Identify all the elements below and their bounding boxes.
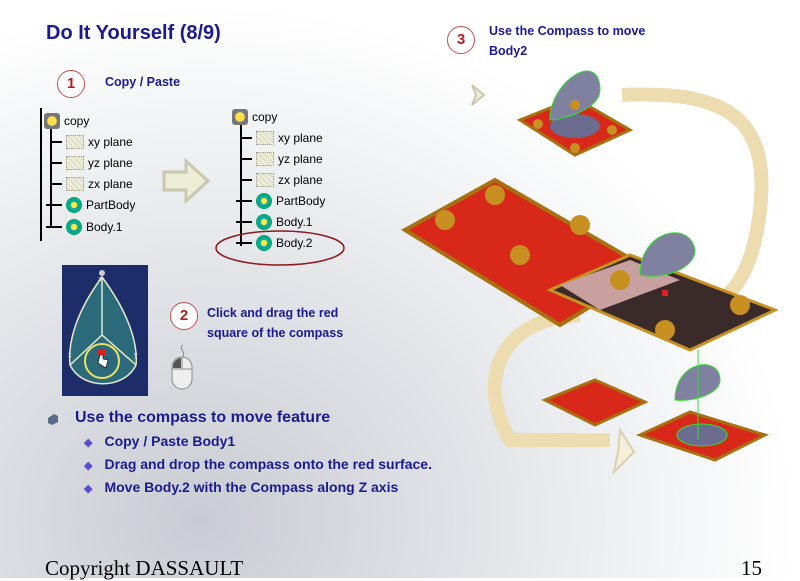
tree-item[interactable]: zx plane (242, 171, 323, 189)
slide-title: Do It Yourself (8/9) (46, 22, 221, 44)
tree-after: copy xy plane yz plane zx plane PartBody… (230, 106, 360, 256)
sub-bullet-text: Drag and drop the compass onto the red s… (104, 456, 432, 472)
part-icon (44, 113, 60, 129)
hand-cursor-icon (97, 354, 109, 369)
plane-icon (256, 152, 274, 166)
compass-image: z x y (62, 265, 148, 396)
tree-item[interactable]: Body.1 (46, 218, 122, 236)
plane-icon (66, 177, 84, 191)
tree-root[interactable]: copy (44, 112, 89, 130)
body-icon (256, 235, 272, 251)
tree-item-body2[interactable]: Body.2 (236, 234, 312, 252)
sub-bullet-text: Move Body.2 with the Compass along Z axi… (104, 479, 399, 495)
axis-z-label: z (98, 276, 102, 283)
tree-item[interactable]: PartBody (46, 196, 135, 214)
arrow-right-icon (162, 158, 211, 204)
plane-icon (66, 156, 84, 170)
axis-x-label: x (68, 352, 72, 359)
diamond-bullet-icon: ◆ (84, 460, 93, 472)
bullet-icon (48, 414, 58, 425)
tree-label: zx plane (88, 177, 133, 191)
sub-bullet: ◆ Copy / Paste Body1 (84, 433, 235, 449)
step-2-label-line2: square of the compass (207, 326, 344, 340)
body-icon (66, 197, 82, 213)
tree-label: zx plane (278, 173, 323, 187)
tree-item[interactable]: yz plane (52, 154, 133, 172)
axis-y-label: y (134, 352, 138, 359)
step-1-label: Copy / Paste (105, 75, 181, 89)
step-3-label-line2: Body2 (489, 44, 528, 58)
plane-icon (66, 135, 84, 149)
diamond-bullet-icon: ◆ (84, 437, 93, 449)
tree-root[interactable]: copy (232, 108, 277, 126)
plane-icon (256, 131, 274, 145)
tree-item[interactable]: xy plane (242, 129, 323, 147)
highlight-ellipse (215, 230, 345, 266)
diamond-bullet-icon: ◆ (84, 483, 93, 495)
step-3-badge: 3 (447, 26, 475, 54)
body-icon (66, 219, 82, 235)
tree-label: copy (252, 110, 278, 124)
tree-item[interactable]: yz plane (242, 150, 323, 168)
step-1-badge: 1 (57, 70, 85, 98)
plane-icon (256, 173, 274, 187)
tree-item[interactable]: PartBody (236, 192, 325, 210)
tree-label: xy plane (88, 135, 133, 149)
sub-bullet: ◆ Drag and drop the compass onto the red … (84, 456, 432, 472)
step-2-label-line1: Click and drag the red (207, 306, 339, 320)
main-bullet: Use the compass to move feature (75, 409, 331, 426)
tree-label: Body.1 (276, 215, 313, 229)
mouse-icon (171, 344, 193, 390)
tree-label: xy plane (278, 131, 323, 145)
body-icon (256, 193, 272, 209)
step-2-badge: 2 (170, 302, 198, 330)
sub-bullet: ◆ Move Body.2 with the Compass along Z ax… (84, 479, 398, 495)
tree-before: copy xy plane yz plane zx plane PartBody… (38, 108, 148, 243)
tree-label: PartBody (86, 198, 136, 212)
body-icon (256, 214, 272, 230)
tree-label: yz plane (88, 156, 133, 170)
tree-item[interactable]: zx plane (52, 175, 133, 193)
tree-label: Body.2 (276, 236, 313, 250)
tree-item[interactable]: xy plane (52, 133, 133, 151)
sub-bullet-text: Copy / Paste Body1 (104, 433, 236, 449)
parts-illustration (401, 70, 779, 476)
tree-item[interactable]: Body.1 (236, 213, 312, 231)
footer-copyright: Copyright DASSAULT (45, 556, 244, 580)
step-3-label-line1: Use the Compass to move (489, 24, 646, 38)
part-icon (232, 109, 248, 125)
tree-label: yz plane (278, 152, 323, 166)
tree-label: PartBody (276, 194, 326, 208)
page-number: 15 (741, 556, 762, 580)
tree-label: copy (64, 114, 90, 128)
tree-label: Body.1 (86, 220, 123, 234)
